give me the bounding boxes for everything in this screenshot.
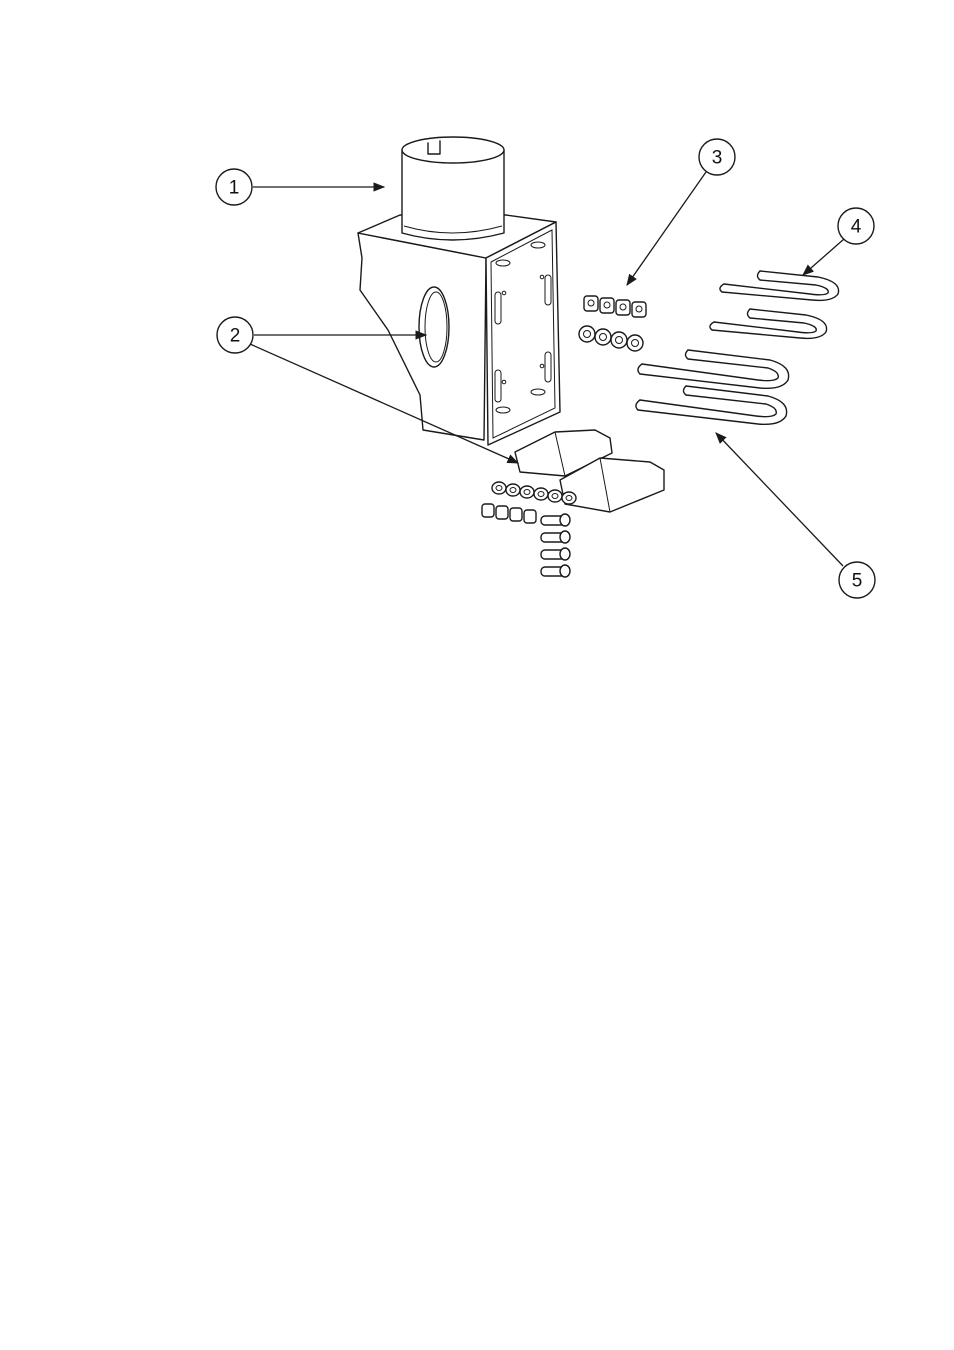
washers-upper <box>579 326 643 351</box>
callout-5: 5 <box>716 433 875 598</box>
nuts-row-bottom <box>482 504 536 523</box>
callout-4: 4 <box>803 208 874 275</box>
callout-1-label: 1 <box>229 178 240 199</box>
nuts-upper <box>584 296 646 317</box>
small-u-bolts <box>710 271 839 338</box>
callout-4-label: 4 <box>851 217 862 238</box>
callout-1: 1 <box>216 169 384 205</box>
callout-3-label: 3 <box>712 148 723 169</box>
bolts <box>541 514 570 577</box>
callout-5-label: 5 <box>852 571 863 592</box>
mounting-bracket <box>358 137 560 445</box>
callout-3: 3 <box>627 139 735 285</box>
large-u-bolts <box>636 350 789 424</box>
callout-2-label: 2 <box>230 326 241 347</box>
